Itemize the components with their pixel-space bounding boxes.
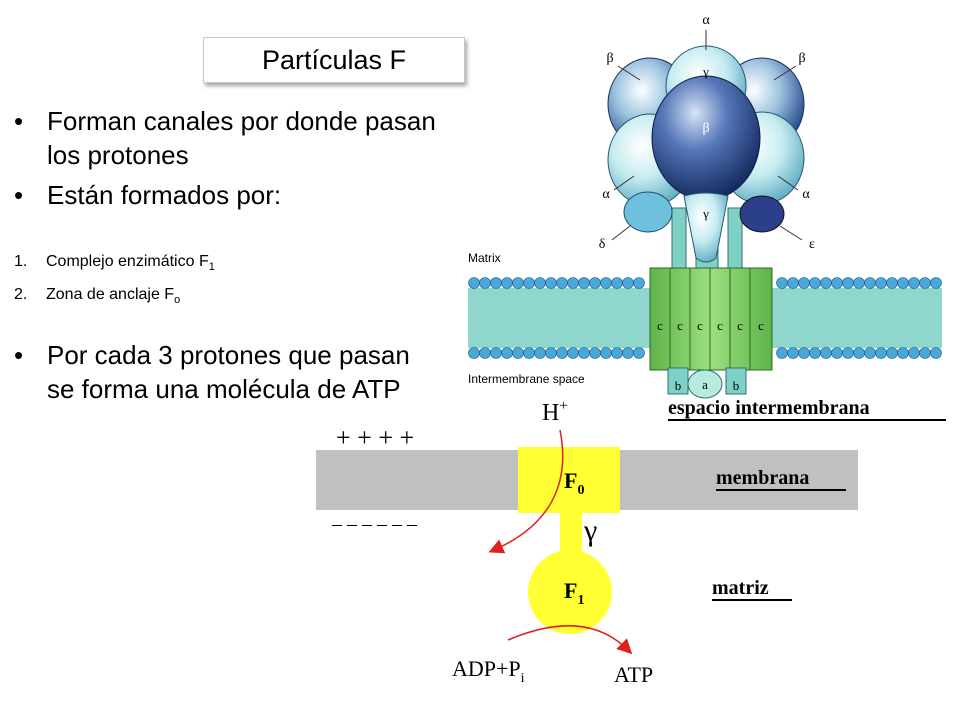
lipid-head (633, 277, 645, 289)
bullet-item: • Por cada 3 protones que pasan se forma… (12, 338, 442, 406)
espacio-intermembrana-label: espacio intermembrana (668, 397, 870, 419)
c-label: c (737, 318, 743, 333)
lipid-head (633, 347, 645, 359)
proton-label: H+ (542, 398, 568, 426)
bullet-item: • Forman canales por donde pasan los pro… (12, 104, 452, 172)
epsilon-subunit (739, 195, 785, 233)
gamma-label: γ (702, 64, 709, 79)
matriz-label: matriz (712, 577, 769, 599)
bullet-marker: • (14, 340, 24, 370)
numbered-item: 2. Zona de anclaje Fo (14, 281, 314, 314)
beta-label: β (702, 121, 709, 136)
c-label: c (697, 318, 703, 333)
beta-label: β (606, 51, 613, 66)
bullet-text: Forman canales por donde pasan los proto… (47, 106, 436, 170)
matrix-label: Matrix (468, 251, 501, 265)
bullet-list-bottom: • Por cada 3 protones que pasan se forma… (12, 338, 442, 406)
gamma-subunit (683, 192, 729, 263)
item-subscript: o (174, 294, 181, 307)
bullet-item: • Están formados por: (12, 178, 452, 212)
f1-label: F1 (564, 578, 584, 608)
bullet-text: Por cada 3 protones que pasan se forma u… (47, 340, 410, 404)
positive-charges: + + + + (336, 423, 414, 452)
numbered-list: 1. Complejo enzimático F1 2. Zona de anc… (14, 248, 314, 314)
alpha-label: α (602, 187, 610, 202)
intermembrane-label: Intermembrane space (468, 372, 585, 386)
alpha-label: α (702, 13, 710, 28)
c-label: c (758, 318, 764, 333)
beta-label: β (798, 51, 805, 66)
f0-label: F0 (564, 468, 584, 498)
item-text: Complejo enzimático F (46, 253, 209, 270)
delta-label: δ (599, 237, 606, 252)
alpha-label: α (802, 187, 810, 202)
delta-subunit (623, 191, 673, 233)
c-label: c (657, 318, 663, 333)
item-number: 2. (14, 286, 28, 304)
membrana-label: membrana (716, 467, 809, 489)
f1-sphere (528, 550, 612, 634)
atp-synthesis-arrow (507, 625, 633, 655)
item-number: 1. (14, 253, 28, 270)
proton-flow-arrow (488, 429, 564, 554)
item-subscript: 1 (208, 261, 215, 274)
item-text: Zona de anclaje F (46, 286, 175, 304)
slide-title-text: Partículas F (261, 44, 407, 75)
lipid-head (930, 277, 942, 289)
a-label: a (702, 377, 708, 392)
bullet-marker: • (14, 106, 24, 136)
atp-label: ATP (614, 662, 653, 687)
bullet-marker: • (14, 180, 24, 210)
numbered-item: 1. Complejo enzimático F1 (14, 248, 314, 281)
bullet-list-top: • Forman canales por donde pasan los pro… (12, 104, 452, 212)
negative-charges: – – – – – – (331, 513, 418, 535)
leader-lines (611, 30, 803, 241)
b-label: b (733, 378, 740, 393)
c-ring: c c c c c c (649, 267, 773, 371)
lipid-head (930, 347, 942, 359)
b-subunit-right (725, 367, 747, 395)
a-subunit (687, 369, 723, 399)
gamma-symbol: γ (583, 514, 597, 547)
b-label: b (675, 378, 682, 393)
c-label: c (677, 318, 683, 333)
epsilon-label: ε (809, 237, 815, 252)
bullet-text: Están formados por: (47, 180, 282, 210)
gamma-stalk (560, 512, 582, 558)
slide-title: Partículas F (203, 37, 465, 83)
lipid-heads-top (468, 277, 942, 289)
c-label: c (717, 318, 723, 333)
lipid-heads-bottom (468, 347, 942, 359)
adp-label: ADP+Pi (452, 656, 525, 686)
f0-block (518, 447, 620, 513)
gamma-label: γ (702, 206, 709, 221)
